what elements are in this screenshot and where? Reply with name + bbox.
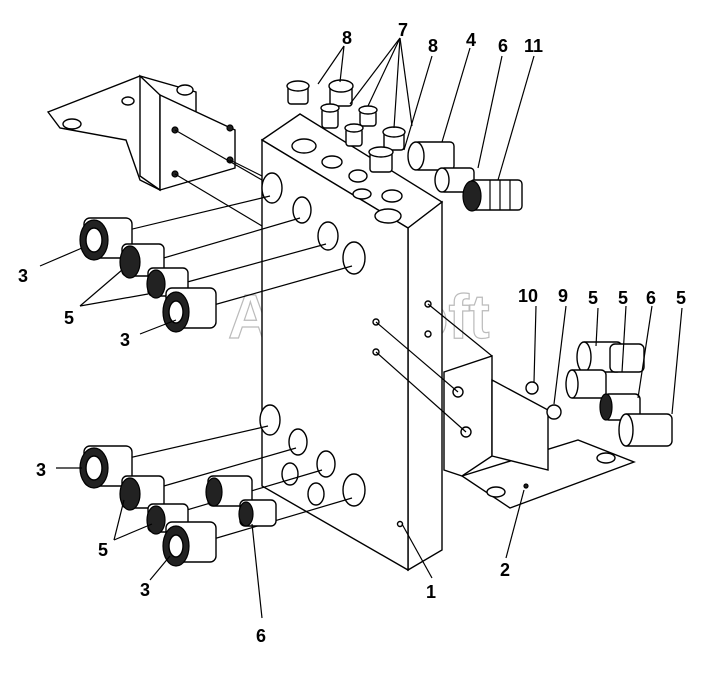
callout-6: 6 <box>646 288 656 308</box>
leader-lines <box>39 37 683 619</box>
callout-7: 7 <box>398 20 408 40</box>
upper-bracket <box>46 74 236 192</box>
callout-3: 3 <box>140 580 150 600</box>
valve-block <box>259 113 444 572</box>
callout-5: 5 <box>618 288 628 308</box>
callout-9: 9 <box>558 286 568 306</box>
callout-6: 6 <box>498 36 508 56</box>
callout-5: 5 <box>98 540 108 560</box>
callout-8: 8 <box>428 36 438 56</box>
top-plugs <box>286 79 406 173</box>
callout-2: 2 <box>500 560 510 580</box>
callout-11: 11 <box>524 36 543 56</box>
callout-5: 5 <box>588 288 598 308</box>
lower-bracket <box>375 303 636 509</box>
right-fittings <box>525 341 673 447</box>
upper-bolts <box>174 129 263 227</box>
callout-10: 10 <box>518 286 538 306</box>
callout-4: 4 <box>466 30 476 50</box>
callout-3: 3 <box>120 330 130 350</box>
callout-1: 1 <box>426 582 436 602</box>
callout-5: 5 <box>64 308 74 328</box>
left-fittings-upper <box>79 195 353 333</box>
callout-6: 6 <box>256 626 266 646</box>
left-fittings-lower <box>79 425 353 567</box>
callout-5: 5 <box>676 288 686 308</box>
callout-3: 3 <box>36 460 46 480</box>
top-right-fittings <box>407 141 523 212</box>
callout-8: 8 <box>342 28 352 48</box>
callout-3: 3 <box>18 266 28 286</box>
